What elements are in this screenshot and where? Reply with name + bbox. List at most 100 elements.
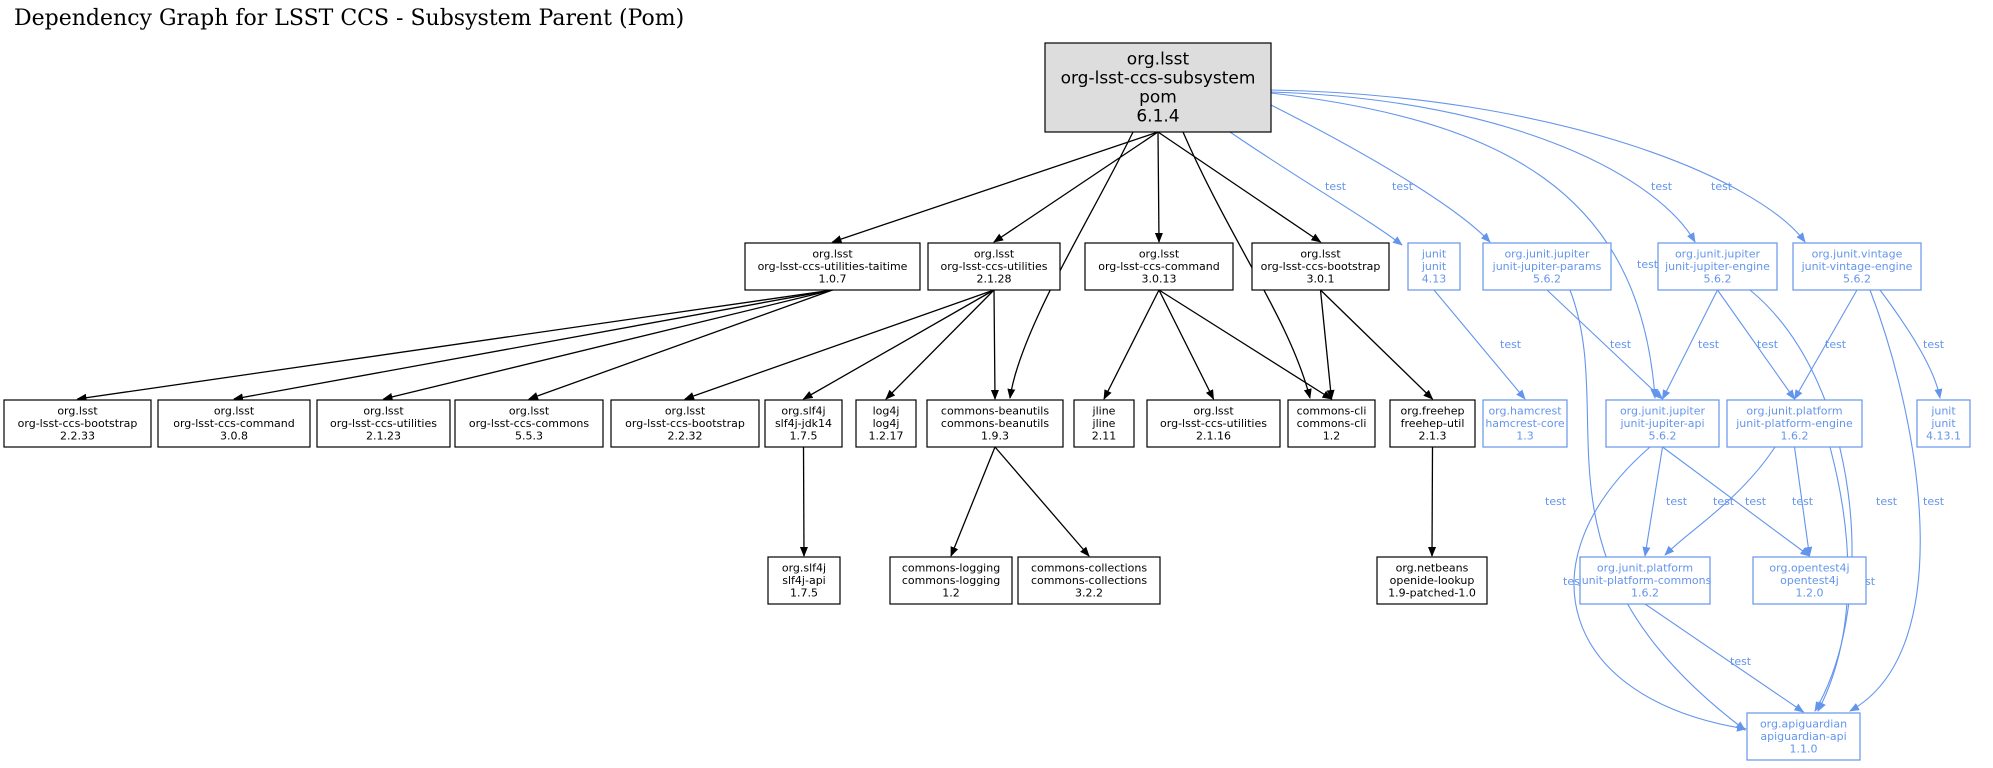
- node-vintage-engine: org.junit.vintagejunit-vintage-engine5.6…: [1792, 242, 1922, 291]
- edge-utilities_2128-to-beanutils: [990, 289, 999, 400]
- edge-utilities_2128-to-log4j: [885, 289, 995, 400]
- node-label-line: 3.0.1: [1307, 273, 1335, 286]
- node-box: [157, 399, 311, 448]
- node-label-line: junit-jupiter-engine: [1664, 260, 1770, 273]
- node-label-line: org.lsst: [57, 405, 98, 418]
- node-box: [855, 399, 917, 448]
- node-box: [1916, 399, 1971, 448]
- node-label-line: org-lsst-ccs-utilities: [330, 417, 437, 430]
- edge-jupiter_params-to-jupiter_api: [1546, 289, 1664, 400]
- node-label-line: org-lsst-ccs-command: [1098, 260, 1220, 273]
- node-label-line: org.lsst: [665, 405, 706, 418]
- edge-beanutils-to-commons_logging: [950, 446, 996, 557]
- edge-root-to-jupiter_engine: [1270, 91, 1696, 243]
- edge-bootstrap_301-to-freehep: [1320, 289, 1434, 400]
- node-label-line: org.freehep: [1401, 405, 1465, 418]
- edge-utilities_2128-to-bootstrap_2232: [684, 289, 995, 400]
- node-label-line: org.hamcrest: [1488, 405, 1562, 418]
- edge-taitime-to-commons_553: [528, 289, 833, 400]
- edge-label: test: [1500, 338, 1522, 351]
- node-box: [1251, 242, 1390, 291]
- node-label-line: 2.11: [1092, 430, 1117, 443]
- edge-label: test: [1392, 180, 1414, 193]
- edge-junit_413-to-hamcrest: [1433, 289, 1526, 400]
- edge-root-to-bootstrap_301: [1157, 131, 1322, 243]
- node-label-line: org.junit.jupiter: [1620, 405, 1706, 418]
- node-box: [744, 242, 921, 291]
- node-box: [1044, 42, 1272, 133]
- node-label-line: org.junit.platform: [1746, 405, 1842, 418]
- node-label-line: openide-lookup: [1390, 574, 1475, 587]
- node-label-line: commons-collections: [1031, 574, 1147, 587]
- node-label-line: org-lsst-ccs-command: [173, 417, 295, 430]
- node-label-line: 5.6.2: [1843, 273, 1871, 286]
- node-label-line: 6.1.4: [1136, 106, 1179, 126]
- node-box: [1287, 399, 1376, 448]
- edge-root-to-jupiter_api: [1270, 92, 1659, 399]
- node-label-line: org-lsst-ccs-commons: [469, 417, 590, 430]
- edge-vintage_engine-to-platform_engine: [1794, 289, 1858, 400]
- node-label-line: log4j: [873, 405, 900, 418]
- node-box: [454, 399, 604, 448]
- edge-label: test: [1713, 495, 1735, 508]
- node-box: [889, 556, 1013, 605]
- node-box: [764, 399, 843, 448]
- node-label-line: org.slf4j: [782, 562, 826, 575]
- edge-label: test: [1637, 258, 1659, 271]
- nodes-layer: org.lsstorg-lsst-ccs-subsystempom6.1.4or…: [3, 42, 1971, 761]
- node-label-line: slf4j-api: [782, 574, 825, 587]
- node-label-line: junit: [1421, 248, 1447, 261]
- edge-label: test: [1666, 495, 1688, 508]
- edge-jupiter_engine-to-platform_engine: [1717, 289, 1796, 400]
- edge-taitime-to-bootstrap_2233: [76, 289, 833, 402]
- edge-root-to-jupiter_params: [1270, 104, 1491, 243]
- node-label-line: 1.2: [1323, 430, 1341, 443]
- node-label-line: 2.1.3: [1419, 430, 1447, 443]
- edge-label: test: [1757, 338, 1779, 351]
- node-label-line: junit-vintage-engine: [1801, 260, 1913, 273]
- edge-label: test: [1698, 338, 1720, 351]
- node-label-line: 1.7.5: [790, 430, 818, 443]
- node-box: [610, 399, 760, 448]
- node-label-line: 4.13.1: [1926, 430, 1961, 443]
- edge-command_3013-to-jline: [1103, 289, 1160, 400]
- node-box: [1146, 399, 1281, 448]
- node-label-line: org.netbeans: [1396, 562, 1469, 575]
- node-label-line: hamcrest-core: [1485, 417, 1565, 430]
- node-box: [1579, 556, 1711, 605]
- edge-jupiter_api-to-opentest4j: [1662, 446, 1811, 557]
- edge-label: test: [1923, 338, 1945, 351]
- node-box: [1746, 712, 1861, 761]
- node-box: [1605, 399, 1720, 448]
- node-label-line: 1.2.0: [1796, 587, 1824, 600]
- node-box: [1017, 556, 1161, 605]
- node-label-line: 5.6.2: [1533, 273, 1561, 286]
- node-label-line: commons-collections: [1031, 562, 1147, 575]
- node-label-line: 1.7.5: [790, 587, 818, 600]
- node-label-line: 1.6.2: [1781, 430, 1809, 443]
- node-label-line: junit-platform-engine: [1735, 417, 1853, 430]
- node-label-line: org-lsst-ccs-utilities-taitime: [758, 260, 908, 273]
- edge-command_3013-to-commons_cli: [1158, 289, 1333, 400]
- node-label-line: org.opentest4j: [1769, 562, 1849, 575]
- node-label-line: org-lsst-ccs-utilities: [941, 260, 1048, 273]
- node-label-line: jline: [1092, 417, 1116, 430]
- node-label-line: org.lsst: [974, 248, 1015, 261]
- node-label-line: junit: [1930, 405, 1956, 418]
- node-box: [1752, 556, 1867, 605]
- node-box: [1482, 242, 1612, 291]
- edge-label: test: [1651, 180, 1673, 193]
- edge-jupiter_engine-to-apiguardian: [1749, 289, 1853, 712]
- node-label-line: jline: [1092, 405, 1116, 418]
- node-label-line: 2.2.32: [668, 430, 703, 443]
